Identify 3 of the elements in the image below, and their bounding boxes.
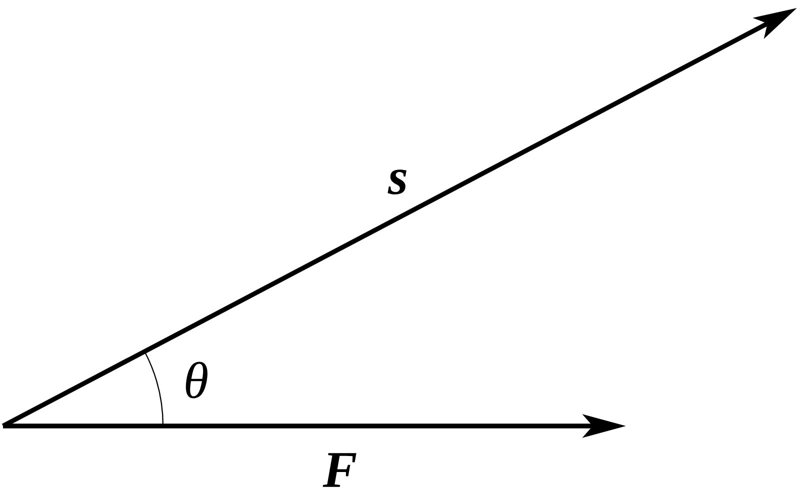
vector-label: s bbox=[388, 170, 406, 194]
angle-label: θ bbox=[186, 362, 208, 398]
vector-label: F bbox=[322, 453, 356, 487]
